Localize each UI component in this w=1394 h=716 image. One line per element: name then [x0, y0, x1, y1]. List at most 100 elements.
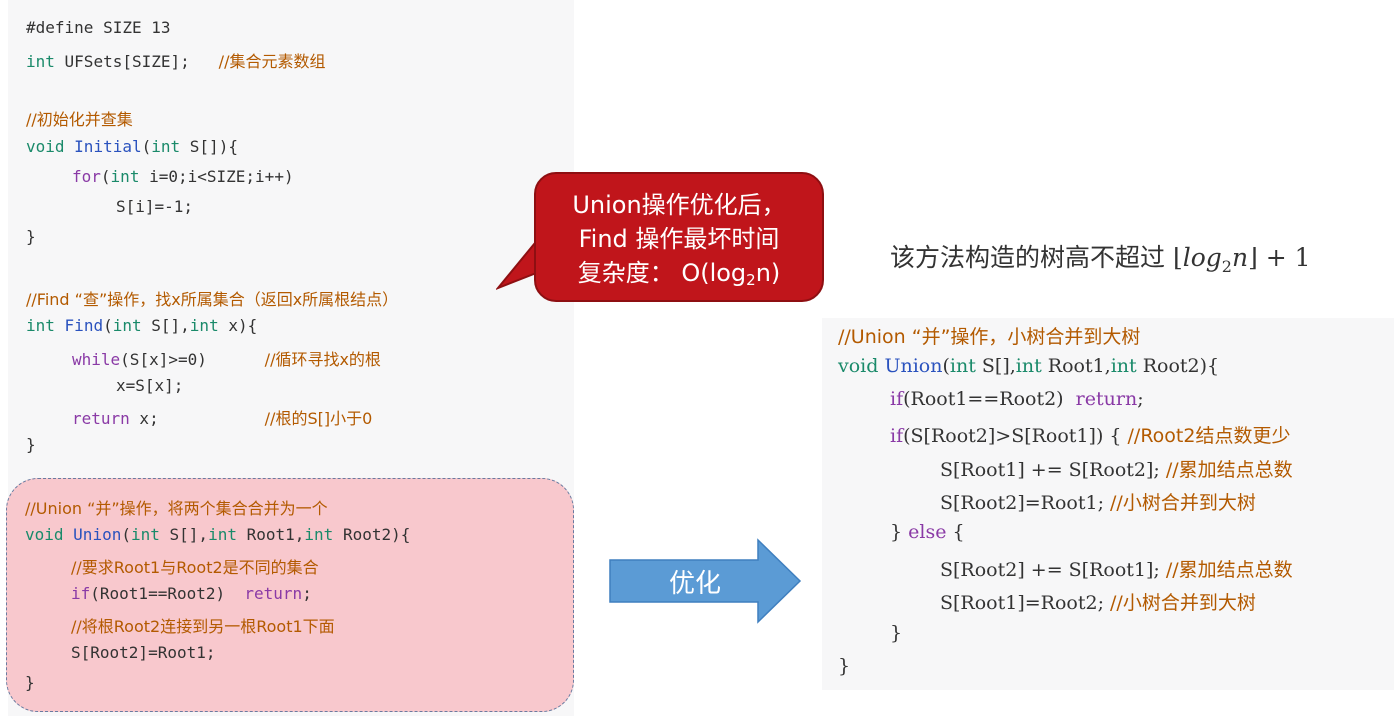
complexity-callout: Union操作优化后， Find 操作最坏时间 复杂度： O(log2n)	[534, 172, 824, 302]
close-brace: }	[26, 435, 36, 454]
else-keyword: else	[908, 521, 947, 543]
type-keyword: int	[189, 316, 219, 335]
r-add1-comment: //累加结点总数	[1165, 459, 1293, 481]
init-comment: //初始化并查集	[26, 110, 133, 129]
callout-log-base: 2	[746, 271, 756, 289]
type-keyword: int	[1110, 355, 1137, 377]
semicolon: ;	[302, 584, 312, 603]
formula-n: n	[1231, 243, 1249, 272]
r-code-line-if1: if(Root1==Root2) return;	[890, 388, 1144, 410]
return-keyword: return	[244, 584, 303, 603]
code-line-while: while(S[x]>=0) //循环寻找x的根	[72, 346, 381, 370]
union-arg: S[],	[159, 525, 209, 544]
optimize-arrow-label: 优化	[668, 569, 721, 599]
code-line-find-comment: //Find “查”操作，找x所属集合（返回x所属根结点）	[26, 286, 398, 310]
r-union-arg: Root2){	[1136, 355, 1220, 377]
add-statement: S[Root1] += S[Root2];	[940, 459, 1166, 481]
paren: (	[121, 525, 131, 544]
callout-line-3-text: 复杂度： O(log	[577, 259, 747, 287]
close-brace: }	[890, 521, 909, 543]
if-keyword: if	[71, 584, 91, 603]
union-arg: Root2){	[333, 525, 411, 544]
r-code-line-outer-close: }	[838, 655, 850, 677]
void-keyword: void	[838, 355, 879, 377]
type-keyword: int	[1015, 355, 1042, 377]
return-keyword: return	[1075, 388, 1138, 410]
r-code-line-set2: S[Root1]=Root2; //小树合并到大树	[940, 588, 1256, 615]
while-comment: //循环寻找x的根	[264, 350, 381, 369]
code-line-assign: S[i]=-1;	[116, 197, 193, 216]
code-line-for: for(int i=0;i<SIZE;i++)	[72, 167, 294, 186]
type-keyword: int	[26, 316, 55, 335]
find-arg: S[],	[141, 316, 190, 335]
r-code-line-signature: void Union(int S[],int Root1,int Root2){	[838, 355, 1219, 377]
initial-function-name: Initial	[74, 137, 142, 156]
code-line-union-signature: void Union(int S[],int Root1,int Root2){	[25, 525, 410, 544]
close-brace: }	[838, 655, 851, 677]
union-comment: //Union “并”操作，将两个集合合并为一个	[25, 499, 328, 518]
type-keyword: int	[112, 316, 142, 335]
r-union-arg: Root1,	[1041, 355, 1111, 377]
close-brace: }	[890, 622, 903, 644]
for-condition: i=0;i<SIZE;i++)	[139, 167, 294, 186]
formula-plus-one: + 1	[1257, 243, 1311, 272]
while-keyword: while	[72, 350, 121, 369]
paren: (	[103, 316, 113, 335]
code-line-init-close: }	[26, 227, 36, 246]
paren: (	[100, 167, 111, 186]
close-brace: }	[25, 673, 35, 692]
callout-line-3: 复杂度： O(log2n)	[536, 256, 822, 297]
code-line-x-assign: x=S[x];	[116, 376, 183, 395]
set-statement: S[Root1]=Root2;	[940, 592, 1111, 614]
if-keyword: if	[890, 388, 904, 410]
paren: (	[141, 137, 152, 156]
code-line-union-if: if(Root1==Root2) return;	[71, 584, 312, 603]
code-line-ufsets: int UFSets[SIZE]; //集合元素数组	[26, 48, 325, 72]
union-arg: Root1,	[236, 525, 305, 544]
code-line-find-close: }	[26, 435, 36, 454]
r-union-comment: //Union “并”操作，小树合并到大树	[838, 326, 1141, 348]
add-statement: S[Root2] += S[Root1];	[940, 559, 1166, 581]
void-keyword: void	[26, 137, 65, 156]
if-condition: (Root1==Root2)	[903, 388, 1076, 410]
paren: (	[942, 355, 950, 377]
define-text: #define SIZE 13	[26, 18, 171, 37]
x-assign-statement: x=S[x];	[116, 376, 184, 395]
find-arg: x){	[218, 316, 258, 335]
type-keyword: int	[26, 52, 55, 71]
return-value: x;	[129, 409, 265, 428]
open-brace: {	[946, 521, 965, 543]
for-keyword: for	[72, 167, 101, 186]
ufsets-declaration: UFSets[SIZE];	[54, 52, 219, 71]
type-keyword: int	[208, 525, 237, 544]
return-keyword: return	[72, 409, 130, 428]
init-args: S[]){	[180, 137, 238, 156]
tree-height-formula: 该方法构造的树高不超过 ⌊log2n⌋ + 1	[890, 238, 1311, 276]
find-comment: //Find “查”操作，找x所属集合（返回x所属根结点）	[26, 290, 399, 309]
code-line-union-close: }	[25, 673, 35, 692]
r-union-function-name: Union	[884, 355, 943, 377]
r-code-line-set1: S[Root2]=Root1; //小树合并到大树	[940, 488, 1256, 515]
r-code-line-else: } else {	[890, 521, 965, 543]
link-statement: S[Root2]=Root1;	[71, 643, 216, 662]
union-function-name: Union	[73, 525, 122, 544]
r-add2-comment: //累加结点总数	[1165, 559, 1293, 581]
code-line-link: S[Root2]=Root1;	[71, 643, 216, 662]
requirement-comment: //要求Root1与Root2是不同的集合	[71, 558, 319, 577]
r-code-line-comment: //Union “并”操作，小树合并到大树	[838, 322, 1140, 349]
return-comment: //根的S[]小于0	[264, 409, 373, 428]
callout-line-1: Union操作优化后，	[572, 191, 786, 219]
code-line-link-comment: //将根Root2连接到另一根Root1下面	[71, 613, 335, 637]
formula-text: 该方法构造的树高不超过	[890, 243, 1173, 272]
code-line-return: return x; //根的S[]小于0	[72, 405, 372, 429]
link-comment: //将根Root2连接到另一根Root1下面	[71, 617, 335, 636]
code-line-init-signature: void Initial(int S[]){	[26, 137, 238, 156]
r-code-line-inner-close: }	[890, 622, 902, 644]
code-line-req-comment: //要求Root1与Root2是不同的集合	[71, 554, 319, 578]
right-code-panel: //Union “并”操作，小树合并到大树 void Union(int S[]…	[822, 318, 1394, 690]
if-keyword: if	[890, 425, 904, 447]
set-statement: S[Root2]=Root1;	[940, 492, 1111, 514]
code-line-init-comment: //初始化并查集	[26, 106, 133, 130]
r-code-line-add1: S[Root1] += S[Root2]; //累加结点总数	[940, 455, 1293, 482]
r-set1-comment: //小树合并到大树	[1110, 492, 1256, 514]
